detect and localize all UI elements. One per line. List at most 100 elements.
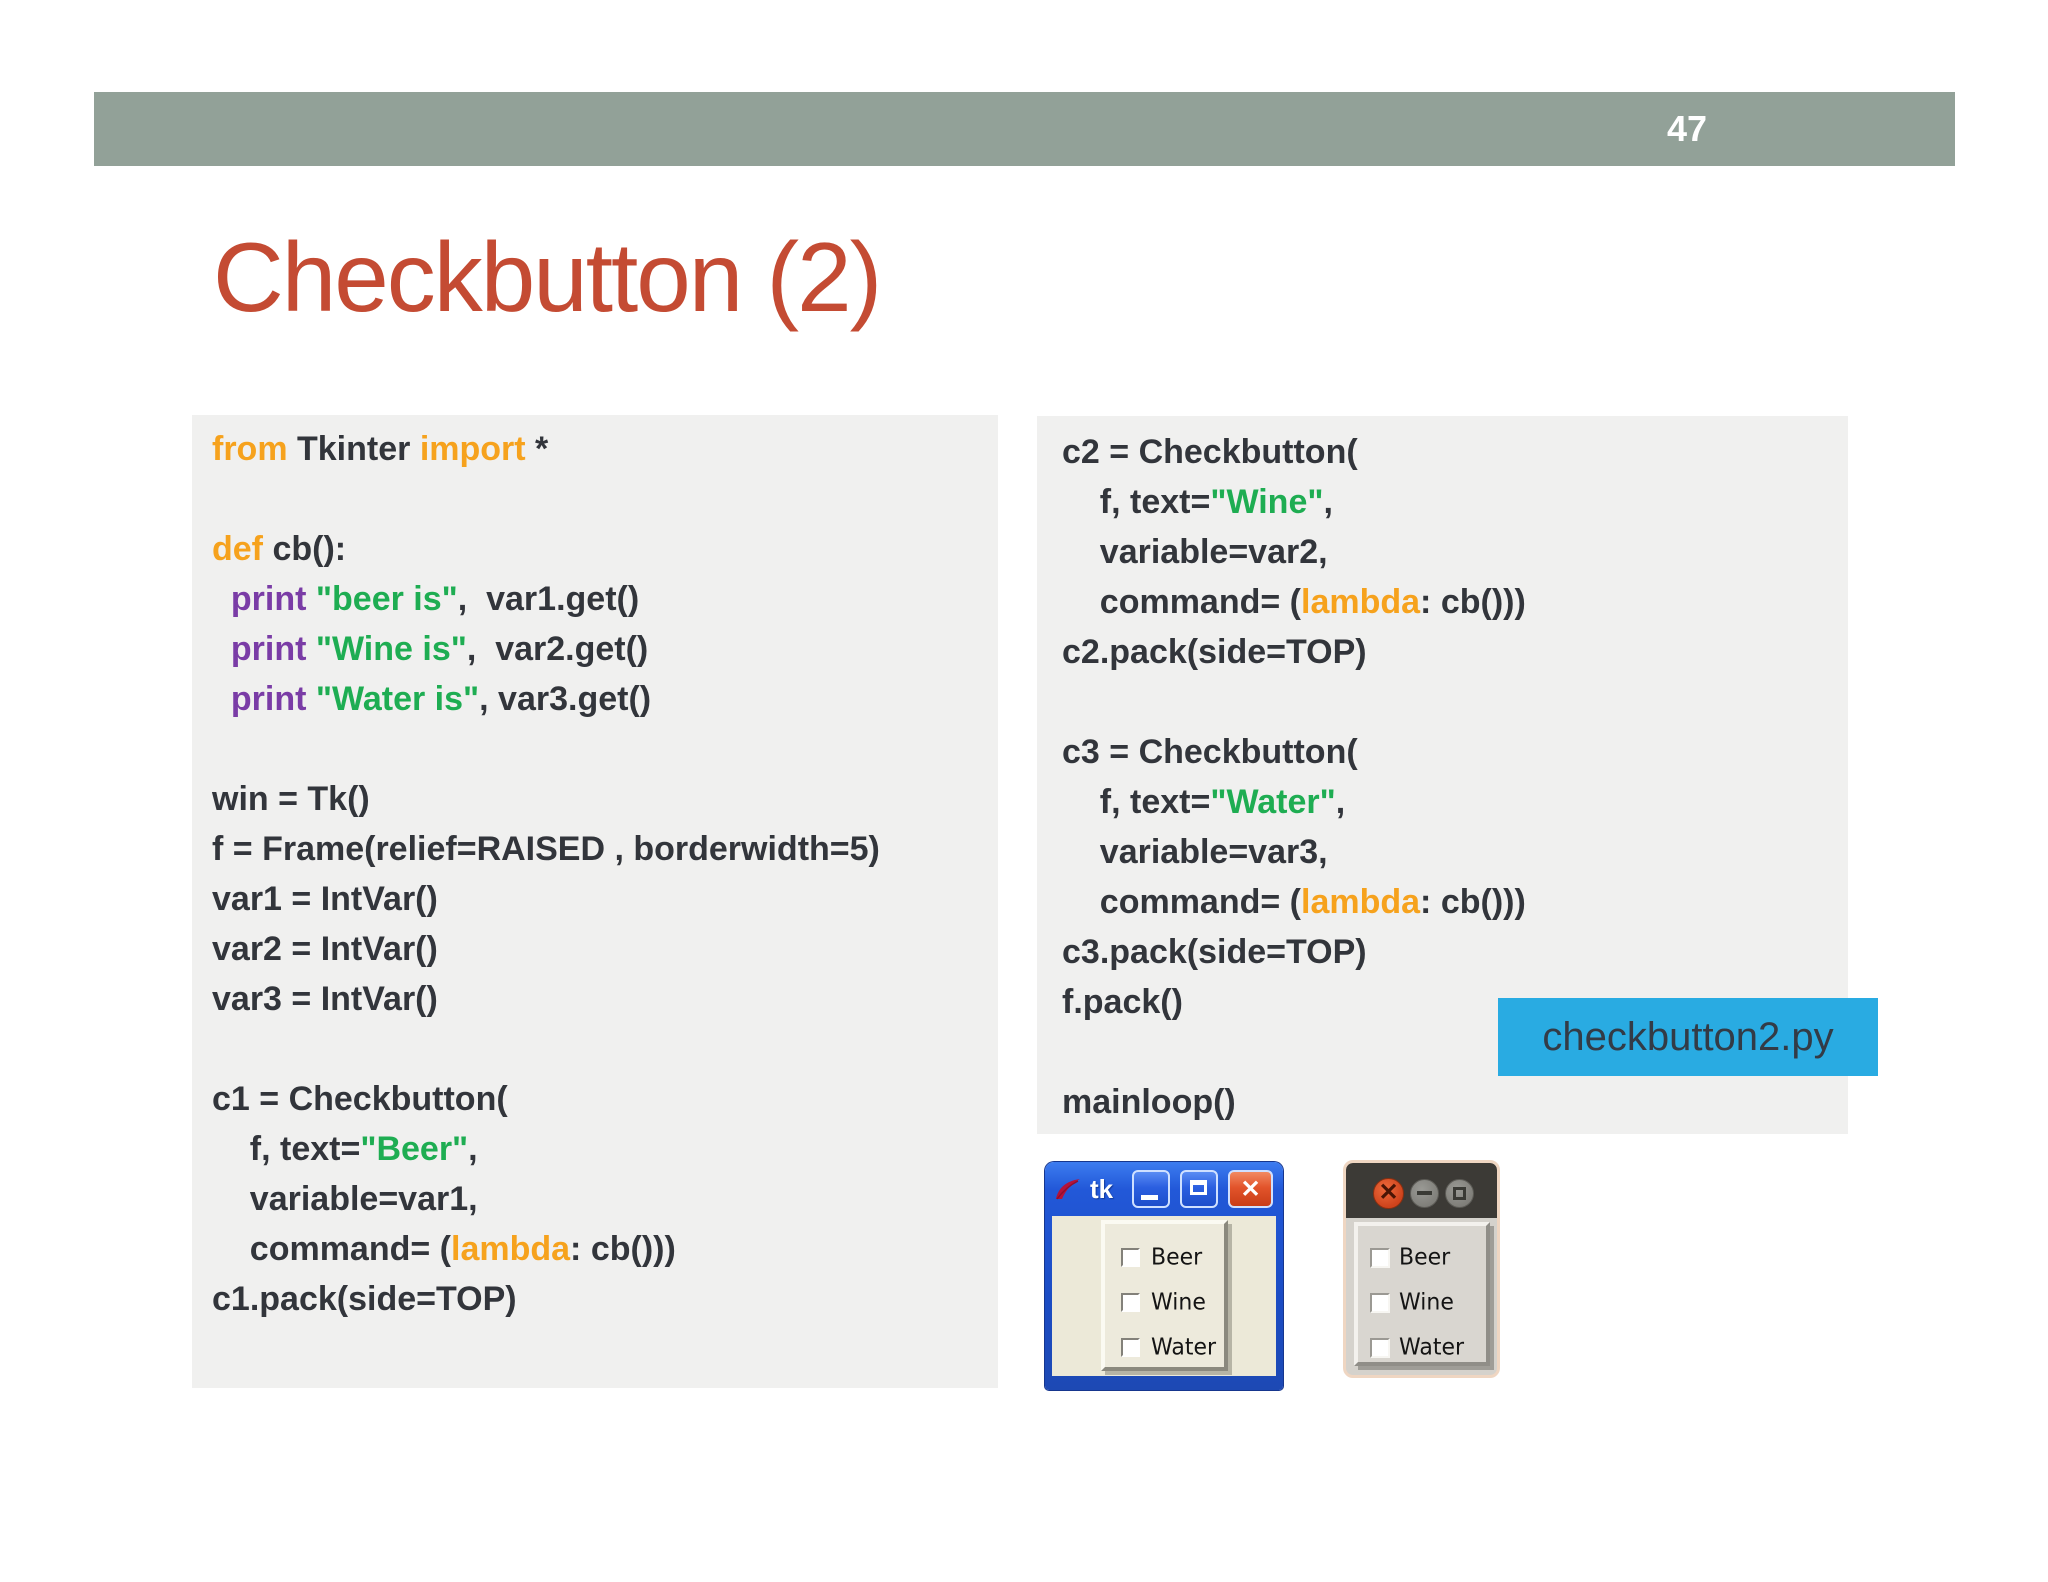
tk-window-ubuntu: ✕ Beer Wine Water xyxy=(1343,1160,1500,1378)
minimize-icon xyxy=(1417,1191,1432,1195)
code-token: f.pack() xyxy=(1062,983,1183,1021)
code-token: var2 = IntVar() xyxy=(212,930,438,968)
code-token: c2.pack(side=TOP) xyxy=(1062,633,1367,671)
maximize-icon xyxy=(1453,1186,1466,1200)
minimize-button[interactable] xyxy=(1410,1178,1439,1208)
code-line: variable=var1, xyxy=(212,1174,980,1224)
code-token: , var1.get() xyxy=(457,580,640,618)
code-line: f, text="Water", xyxy=(1062,777,1830,827)
code-token: "Water is" xyxy=(315,680,480,718)
code-token: print xyxy=(230,580,316,618)
checkbox-label: Beer xyxy=(1151,1244,1203,1271)
checkbox-label: Wine xyxy=(1399,1289,1454,1316)
code-token: f, text= xyxy=(1062,783,1211,821)
checkbox-row: Beer xyxy=(1358,1235,1486,1280)
close-icon: ✕ xyxy=(1378,1179,1399,1206)
code-line: variable=var2, xyxy=(1062,527,1830,577)
code-token: "Beer" xyxy=(360,1130,469,1168)
code-token: * xyxy=(535,430,549,468)
code-token: variable=var1, xyxy=(212,1180,478,1218)
code-line: command= (lambda: cb())) xyxy=(1062,877,1830,927)
checkbox-beer[interactable] xyxy=(1370,1247,1390,1268)
code-token: variable=var2, xyxy=(1062,533,1328,571)
code-token: lambda xyxy=(1301,883,1421,921)
code-line: c2 = Checkbutton( xyxy=(1062,427,1830,477)
checkbox-water[interactable] xyxy=(1121,1338,1140,1357)
checkbox-label: Water xyxy=(1151,1334,1217,1361)
code-line: f, text="Wine", xyxy=(1062,477,1830,527)
ubuntu-titlebar: ✕ xyxy=(1346,1163,1497,1218)
code-line: command= (lambda: cb())) xyxy=(212,1224,980,1274)
code-line: c2.pack(side=TOP) xyxy=(1062,627,1830,677)
maximize-button[interactable] xyxy=(1445,1178,1474,1208)
code-line: def cb(): xyxy=(212,524,980,574)
code-token: variable=var3, xyxy=(1062,833,1328,871)
code-token: command= ( xyxy=(1062,583,1301,621)
code-line xyxy=(212,1024,980,1074)
code-token: f, text= xyxy=(212,1130,361,1168)
code-line: var3 = IntVar() xyxy=(212,974,980,1024)
code-token: print xyxy=(230,680,316,718)
code-line xyxy=(212,724,980,774)
code-block-right: c2 = Checkbutton( f, text="Wine", variab… xyxy=(1037,416,1848,1134)
code-token: c3.pack(side=TOP) xyxy=(1062,933,1367,971)
checkbox-wine[interactable] xyxy=(1370,1292,1390,1313)
code-token: c1 = Checkbutton( xyxy=(212,1080,508,1118)
tk-window-xp: tk ✕ Beer Wine xyxy=(1045,1162,1283,1390)
close-button[interactable]: ✕ xyxy=(1373,1177,1404,1209)
code-token: c1.pack(side=TOP) xyxy=(212,1280,517,1318)
code-token: c3 = Checkbutton( xyxy=(1062,733,1358,771)
window-title: tk xyxy=(1090,1173,1114,1204)
code-line: win = Tk() xyxy=(212,774,980,824)
code-line: c3 = Checkbutton( xyxy=(1062,727,1830,777)
code-token: Tkinter xyxy=(297,430,420,468)
code-token: lambda xyxy=(1301,583,1421,621)
code-line: command= (lambda: cb())) xyxy=(1062,577,1830,627)
code-token xyxy=(212,630,231,668)
filename-label: checkbutton2.py xyxy=(1498,998,1878,1076)
code-line: f = Frame(relief=RAISED , borderwidth=5) xyxy=(212,824,980,874)
checkbox-wine[interactable] xyxy=(1121,1293,1140,1312)
code-token: command= ( xyxy=(212,1230,451,1268)
code-line: f, text="Beer", xyxy=(212,1124,980,1174)
code-token: print xyxy=(230,630,316,668)
checkbox-row: Beer xyxy=(1105,1235,1224,1280)
code-token: mainloop() xyxy=(1062,1083,1236,1121)
code-token: : cb())) xyxy=(1420,583,1526,621)
header-bar: 47 xyxy=(94,92,1955,166)
page-number: 47 xyxy=(1667,108,1708,149)
xp-titlebar: tk ✕ xyxy=(1045,1162,1283,1216)
code-token: "Wine" xyxy=(1210,483,1324,521)
code-token: import xyxy=(419,430,536,468)
minimize-icon xyxy=(1141,1195,1158,1200)
checkbox-row: Water xyxy=(1358,1325,1486,1370)
minimize-button[interactable] xyxy=(1132,1170,1170,1208)
code-token: var3 = IntVar() xyxy=(212,980,438,1018)
code-line: from Tkinter import * xyxy=(212,424,980,474)
close-icon: ✕ xyxy=(1240,1175,1261,1203)
checkbox-water[interactable] xyxy=(1370,1337,1390,1358)
tk-raised-frame: Beer Wine Water xyxy=(1354,1222,1490,1366)
code-line: variable=var3, xyxy=(1062,827,1830,877)
code-token: f, text= xyxy=(1062,483,1211,521)
code-token: : cb())) xyxy=(1420,883,1526,921)
xp-window-body: Beer Wine Water xyxy=(1052,1216,1276,1376)
code-line: print "beer is", var1.get() xyxy=(212,574,980,624)
code-token: cb(): xyxy=(272,530,347,568)
code-token: , xyxy=(1323,483,1333,521)
page-title: Checkbutton (2) xyxy=(213,222,882,332)
code-line: var2 = IntVar() xyxy=(212,924,980,974)
code-token: command= ( xyxy=(1062,883,1301,921)
code-token: "beer is" xyxy=(315,580,458,618)
checkbox-label: Water xyxy=(1399,1334,1465,1361)
tk-logo-icon xyxy=(1056,1179,1080,1200)
code-token: lambda xyxy=(451,1230,571,1268)
checkbox-row: Water xyxy=(1105,1325,1224,1370)
close-button[interactable]: ✕ xyxy=(1228,1170,1273,1208)
code-token: def xyxy=(212,530,273,568)
code-block-left: from Tkinter import * def cb(): print "b… xyxy=(192,415,998,1388)
checkbox-beer[interactable] xyxy=(1121,1248,1140,1267)
code-line: c3.pack(side=TOP) xyxy=(1062,927,1830,977)
code-token: "Water" xyxy=(1210,783,1336,821)
maximize-button[interactable] xyxy=(1180,1170,1218,1208)
